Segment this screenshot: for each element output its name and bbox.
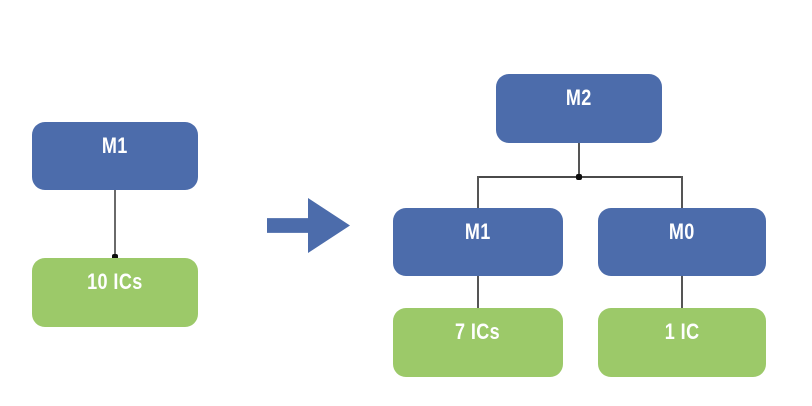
after-root-connector — [578, 143, 580, 177]
before-connector-line — [114, 190, 116, 258]
after-right-branch-connector — [681, 176, 683, 208]
before-leaf-node-10ics: 10 ICs — [32, 258, 198, 327]
after-root-node-m2: M2 — [496, 74, 662, 143]
after-right-leaf-connector — [681, 276, 683, 308]
after-junction-dot — [576, 174, 582, 180]
after-leaf-node-1ic: 1 IC — [598, 308, 766, 377]
before-leaf-label: 10 ICs — [87, 269, 143, 294]
before-root-node-m1: M1 — [32, 122, 198, 190]
after-child-m0-label: M0 — [669, 219, 695, 244]
after-leaf-1ic-label: 1 IC — [664, 319, 700, 344]
after-leaf-node-7ics: 7 ICs — [393, 308, 563, 377]
after-child-node-m0: M0 — [598, 208, 766, 276]
after-leaf-7ics-label: 7 ICs — [455, 319, 501, 344]
after-left-branch-connector — [477, 176, 479, 208]
after-left-leaf-connector — [477, 276, 479, 308]
before-root-label: M1 — [102, 133, 128, 158]
right-arrow-icon — [267, 198, 350, 253]
after-child-node-m1: M1 — [393, 208, 563, 276]
after-child-m1-label: M1 — [465, 219, 491, 244]
after-root-label: M2 — [566, 85, 592, 110]
before-junction-dot — [112, 254, 118, 260]
